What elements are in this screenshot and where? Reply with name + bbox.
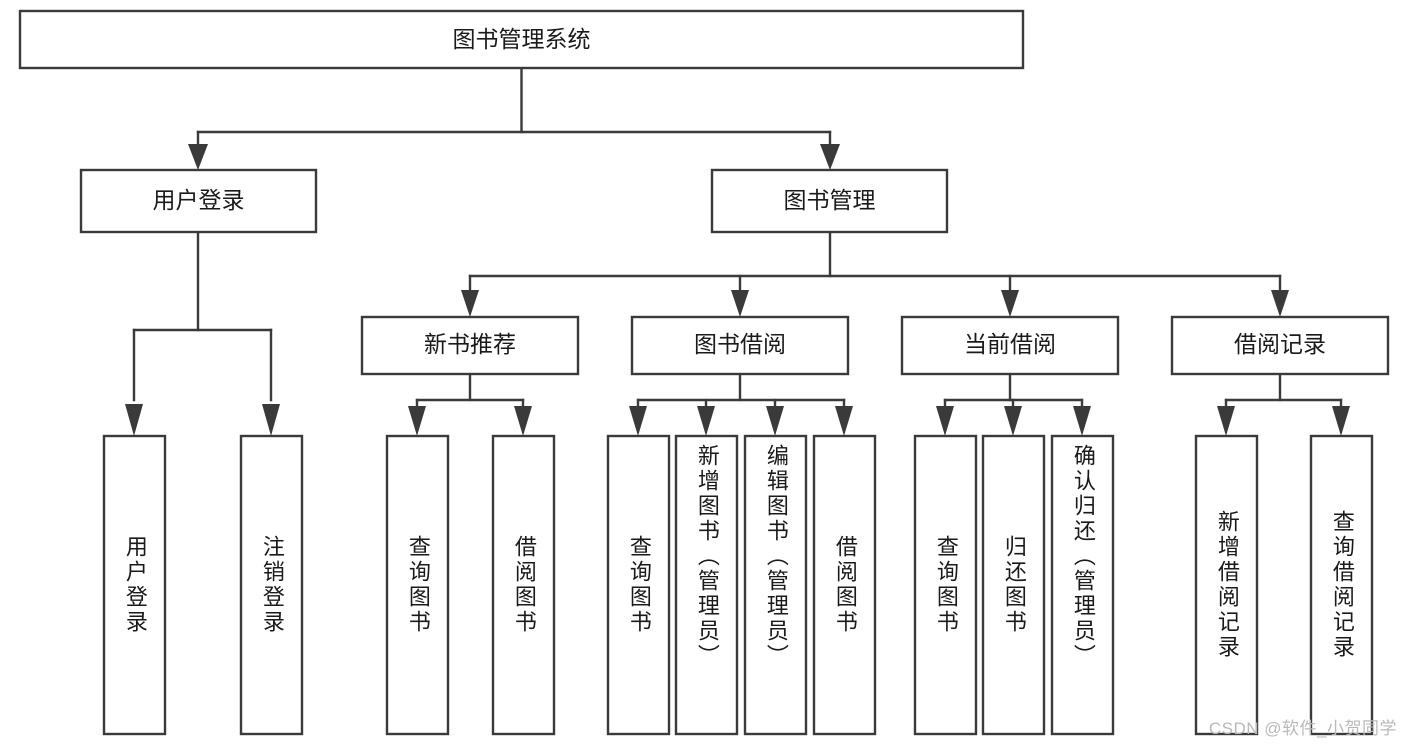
connector-group-book-borrow	[629, 372, 853, 436]
connector-group-root	[188, 67, 840, 170]
node-borrow-record-box[interactable]	[1170, 315, 1390, 376]
arrow-head-leaf-user-login-1	[125, 404, 143, 436]
node-book-borrow-box[interactable]	[630, 315, 850, 376]
node-new-book-recommend-box[interactable]	[360, 315, 580, 376]
arrow-head-user-login	[188, 144, 208, 170]
node-root-label: 图书管理系统	[453, 26, 591, 52]
arrow-head-leaf-bookborrow-3	[766, 406, 784, 436]
leaf-box-book-borrow-4[interactable]	[812, 434, 877, 736]
arrow-head-book-borrow	[731, 290, 749, 317]
arrow-head-leaf-user-login-2	[262, 404, 280, 436]
connector-group-new-book	[408, 372, 532, 436]
node-current-borrow-box[interactable]	[900, 315, 1120, 376]
arrow-head-leaf-bookborrow-4	[835, 406, 853, 436]
node-book-borrow[interactable]: 图书借阅	[630, 315, 850, 376]
leaf-box-user-login-2[interactable]	[239, 434, 304, 736]
leaf-box-new-book-2[interactable]	[491, 434, 556, 736]
leaf-box-current-borrow-1[interactable]	[913, 434, 978, 736]
leaf-box-user-login-1[interactable]	[102, 434, 167, 736]
connector-group-current-borrow	[936, 372, 1091, 436]
leaf-box-new-book-1[interactable]	[385, 434, 450, 736]
node-current-borrow[interactable]: 当前借阅	[900, 315, 1120, 376]
leaf-box-borrow-record-2[interactable]	[1309, 434, 1374, 736]
arrow-head-leaf-currentborrow-2	[1004, 406, 1022, 436]
watermark-text: CSDN @软件_小贺同学	[1208, 719, 1397, 738]
node-root-box[interactable]	[18, 9, 1025, 70]
node-borrow-record[interactable]: 借阅记录	[1170, 315, 1390, 376]
node-user-login[interactable]: 用户登录	[79, 168, 318, 234]
node-book-management-label: 图书管理	[784, 187, 876, 213]
connector-group-book-mgmt	[461, 231, 1289, 317]
node-user-login-box[interactable]	[79, 168, 318, 234]
leaf-box-current-borrow-2[interactable]	[981, 434, 1046, 736]
arrow-head-leaf-borrowrecord-2	[1332, 406, 1350, 436]
arrow-head-current-borrow	[1001, 290, 1019, 317]
node-book-borrow-label: 图书借阅	[694, 331, 786, 357]
node-current-borrow-label: 当前借阅	[964, 331, 1056, 357]
node-user-login-label: 用户登录	[153, 187, 245, 213]
arrow-head-leaf-currentborrow-1	[936, 406, 954, 436]
node-book-management[interactable]: 图书管理	[710, 168, 949, 234]
arrow-head-leaf-borrowrecord-1	[1217, 406, 1235, 436]
connector-group-user-login	[125, 231, 280, 436]
node-new-book-recommend[interactable]: 新书推荐	[360, 315, 580, 376]
node-borrow-record-label: 借阅记录	[1234, 331, 1326, 357]
leaf-box-book-borrow-3[interactable]	[743, 434, 808, 736]
arrow-head-leaf-newbook-1	[408, 406, 426, 436]
arrow-head-borrow-record	[1271, 290, 1289, 317]
node-new-book-recommend-label: 新书推荐	[424, 331, 516, 357]
arrow-head-book-mgmt	[820, 144, 840, 170]
arrow-head-leaf-bookborrow-2	[697, 406, 715, 436]
connector-group-borrow-record	[1217, 372, 1350, 436]
node-root[interactable]: 图书管理系统	[18, 9, 1025, 70]
leaf-box-borrow-record-1[interactable]	[1194, 434, 1259, 736]
arrow-head-leaf-bookborrow-1	[629, 406, 647, 436]
leaf-box-book-borrow-2[interactable]	[674, 434, 739, 736]
leaf-box-book-borrow-1[interactable]	[606, 434, 671, 736]
arrow-head-leaf-newbook-2	[514, 406, 532, 436]
arrow-head-leaf-currentborrow-3	[1073, 406, 1091, 436]
leaf-box-current-borrow-3[interactable]	[1050, 434, 1115, 736]
node-book-management-box[interactable]	[710, 168, 949, 234]
arrow-head-new-book	[461, 290, 479, 317]
